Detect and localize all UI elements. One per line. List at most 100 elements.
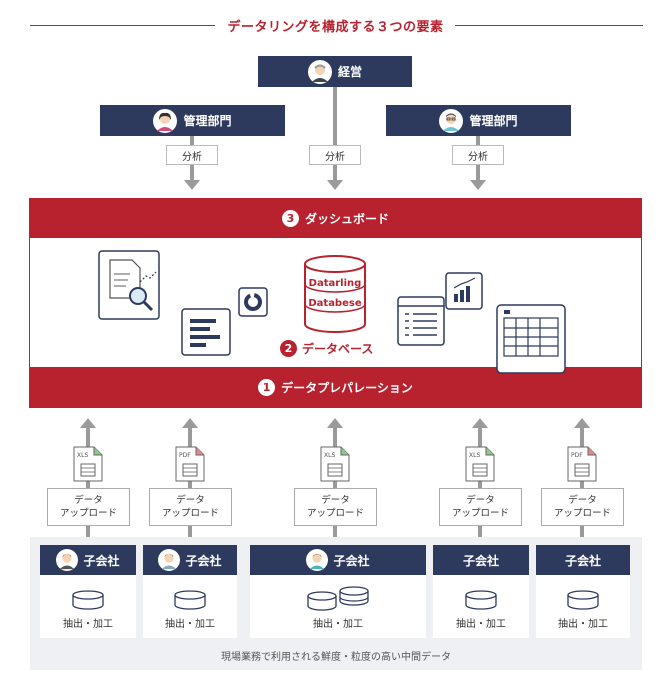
data-upload-box: データアップロード [47,488,130,526]
database-cylinder-icon: Datarling Databese [304,255,366,333]
arrow-down-right [470,180,486,190]
analysis-tag-center: 分析 [309,145,361,165]
male-avatar-icon [56,549,79,571]
database-icon [174,590,206,610]
file-type-label: PDF [179,452,191,459]
pdf-file-icon: PDF [567,446,597,482]
upload-label-line2: アップロード [553,508,611,519]
arrow-up-icon [80,418,96,428]
upload-connector [580,426,584,541]
report-analysis-icon [98,250,160,320]
xls-file-icon: XLS [73,446,103,482]
analysis-tag-left: 分析 [166,145,218,165]
subsidiary-card: 子会社抽出・加工 [433,545,529,638]
arrow-up-icon [574,418,590,428]
subsidiary-header: 子会社 [40,545,136,575]
executive-box: 経営 [258,56,412,87]
title-line-left [205,25,215,26]
extract-process-label: 抽出・加工 [63,619,113,630]
subsidiary-name: 子会社 [83,553,120,568]
arrow-down-center [327,180,343,190]
subsidiary-card: 子会社抽出・加工 [143,545,237,638]
subsidiary-header: 子会社 [433,545,529,575]
management-right-box: 管理部門 [386,105,571,136]
management-left-label: 管理部門 [183,114,232,128]
subsidiary-name: 子会社 [462,553,499,568]
upload-label-line1: データ [466,495,495,506]
dashboard-label: ダッシュボード [304,211,389,226]
upload-label-line1: データ [176,495,205,506]
arrow-down-left [184,180,200,190]
upload-connector [478,426,482,541]
database-label: データベース [302,342,374,356]
footer-note: 現場業務で利用される鮮度・粒度の高い中間データ [221,652,451,663]
title-line-right [455,25,643,26]
dashboard-band: 3 ダッシュボード [29,198,642,238]
upload-label-line1: データ [568,495,597,506]
list-window-icon [397,296,445,346]
file-type-label: XLS [77,452,88,459]
database-icon [72,590,104,610]
file-type-label: XLS [324,452,335,459]
arrow-up-icon [182,418,198,428]
analysis-tag-right: 分析 [452,145,504,165]
extract-process-label: 抽出・加工 [558,619,608,630]
subsidiary-card: 子会社抽出・加工 [40,545,136,638]
database-number: 2 [280,340,297,357]
female-avatar-icon [153,108,178,133]
management-right-label: 管理部門 [469,114,518,128]
executive-avatar-icon [307,59,332,84]
donut-chart-icon [238,287,268,317]
preparation-number: 1 [258,378,276,396]
upload-label-line1: データ [74,495,103,506]
database-layer-label: 2 データベース [280,340,373,357]
diagram-title: データリングを構成する３つの要素 [227,20,444,35]
title-line-left-long [30,25,210,26]
subsidiary-header: 子会社 [250,545,426,575]
subsidiary-card: 子会社抽出・加工 [250,545,426,638]
bar-list-icon [181,308,231,356]
upload-label-line2: アップロード [451,508,509,519]
pdf-file-icon: PDF [175,446,205,482]
extract-process-label: 抽出・加工 [165,619,215,630]
cylinder-text-1: Datarling [309,278,362,289]
data-upload-box: データアップロード [541,488,624,526]
database-icon [307,586,369,611]
xls-file-icon: XLS [320,446,350,482]
subsidiary-name: 子会社 [564,553,601,568]
male-glasses-avatar-icon [439,108,464,133]
subsidiary-header: 子会社 [143,545,237,575]
file-type-label: PDF [571,452,583,459]
management-left-box: 管理部門 [100,105,285,136]
upload-label-line2: アップロード [306,508,364,519]
xls-file-icon: XLS [465,446,495,482]
connector-center [333,87,337,181]
dashboard-number: 3 [281,209,299,227]
cylinder-text-2: Databese [308,298,361,309]
upload-connector [86,426,90,541]
upload-label-line1: データ [321,495,350,506]
subsidiary-header: 子会社 [536,545,630,575]
subsidiary-name: 子会社 [333,553,370,568]
file-type-label: XLS [469,452,480,459]
executive-label: 経営 [337,65,362,79]
data-upload-box: データアップロード [149,488,232,526]
upload-connector [333,426,337,541]
arrow-up-icon [472,418,488,428]
arrow-up-icon [327,418,343,428]
data-upload-box: データアップロード [294,488,377,526]
subsidiary-name: 子会社 [185,553,222,568]
upload-label-line2: アップロード [59,508,117,519]
subsidiary-card: 子会社抽出・加工 [536,545,630,638]
male-avatar-icon [158,549,181,571]
extract-process-label: 抽出・加工 [456,619,506,630]
female-avatar-icon [306,549,329,571]
data-upload-box: データアップロード [439,488,522,526]
extract-process-label: 抽出・加工 [313,619,363,630]
database-icon [567,590,599,610]
upload-label-line2: アップロード [161,508,219,519]
database-icon [465,590,497,610]
bar-chart-icon [445,272,483,310]
preparation-label: データプレパレーション [281,380,413,395]
